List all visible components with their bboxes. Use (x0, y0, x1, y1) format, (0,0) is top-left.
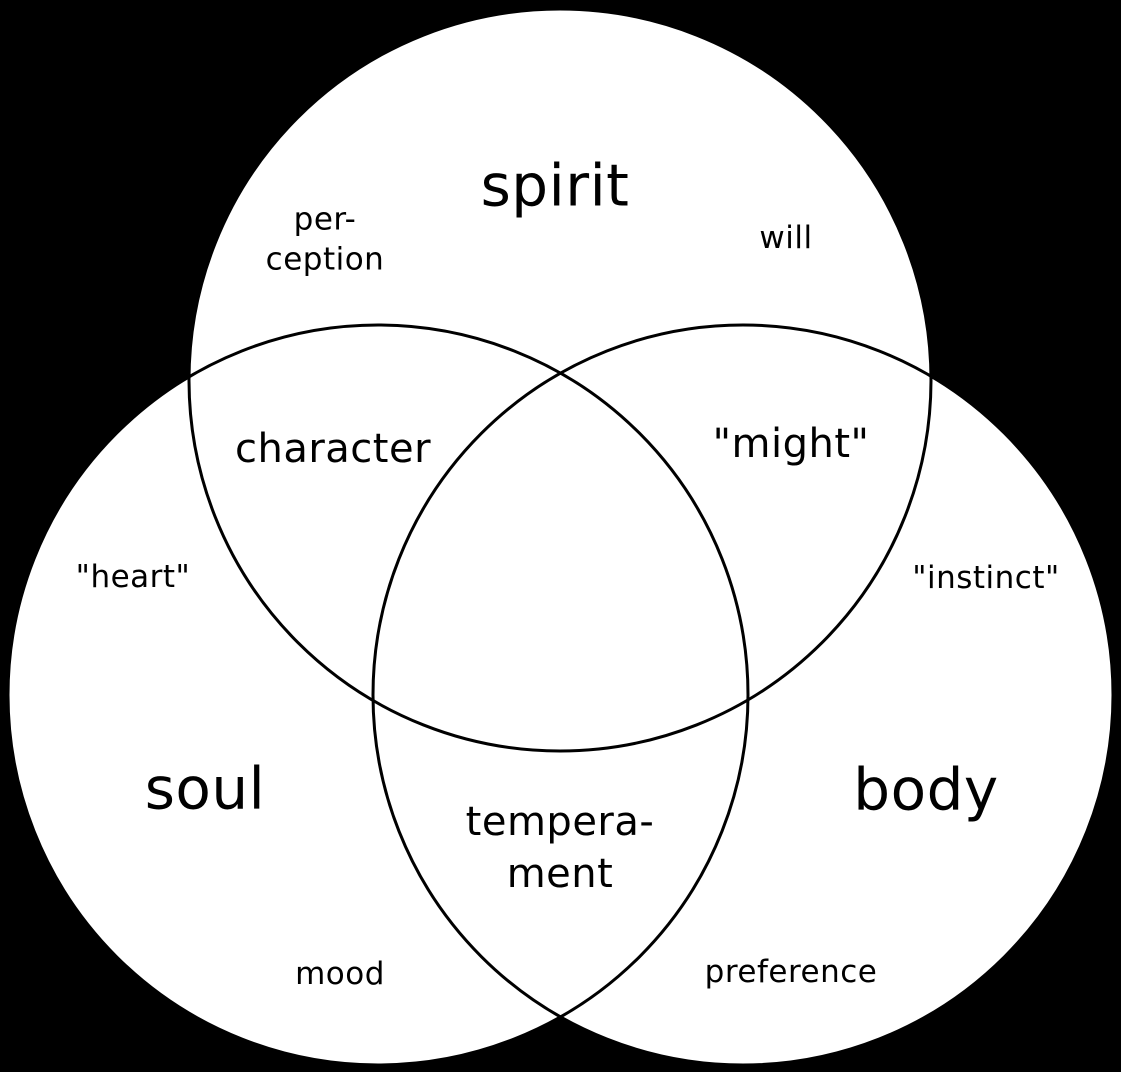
label-preference: preference (704, 953, 878, 990)
label-heart: "heart" (75, 558, 191, 595)
body-circle-outline (371, 323, 1115, 1067)
body-circle-fill (373, 325, 1113, 1065)
label-temperament: tempera- ment (465, 799, 655, 897)
label-soul: soul (144, 754, 266, 823)
label-will: will (759, 219, 813, 256)
label-character: character (234, 426, 432, 472)
label-body: body (853, 755, 999, 824)
label-spirit: spirit (480, 151, 630, 220)
label-mood: mood (295, 955, 385, 992)
spirit-circle-outline (187, 7, 933, 753)
soul-circle-outline (6, 323, 750, 1067)
label-perception: per- ception (265, 201, 385, 278)
label-instinct: "instinct" (912, 559, 1060, 596)
label-might: "might" (712, 421, 870, 467)
circle-fills (8, 9, 1113, 1065)
circle-outlines (6, 7, 1115, 1067)
